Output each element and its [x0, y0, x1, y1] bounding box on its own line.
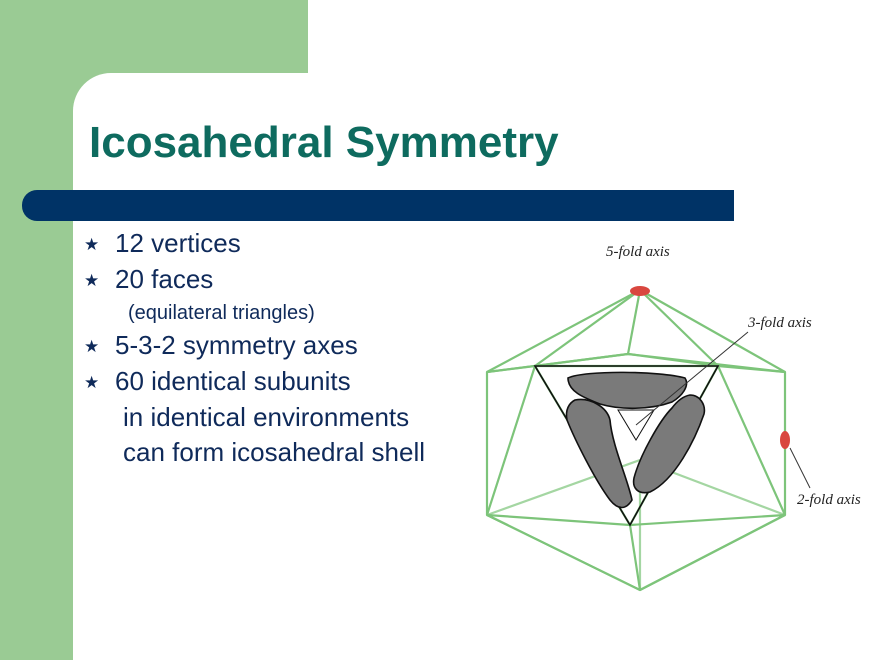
- star-icon: ★: [84, 271, 100, 290]
- three-fold-leader-line: [635, 331, 749, 426]
- two-fold-axis-label: 2-fold axis: [797, 492, 861, 508]
- two-fold-leader-line: [789, 447, 811, 489]
- star-icon: ★: [84, 235, 100, 254]
- bullet-text: 5-3-2 symmetry axes: [115, 330, 358, 360]
- bullet-text: 20 faces: [115, 264, 214, 294]
- bullet-list: ★ 12 vertices ★ 20 faces (equilateral tria…: [84, 226, 425, 470]
- bullet-item: ★ 60 identical subunits: [84, 364, 425, 400]
- star-icon: ★: [84, 337, 100, 356]
- bullet-subtext: (equilateral triangles): [128, 302, 315, 324]
- five-fold-axis-label: 5-fold axis: [606, 244, 670, 260]
- bullet-continuation: can form icosahedral shell: [123, 437, 426, 467]
- five-fold-axis-marker: [630, 286, 650, 296]
- star-icon: ★: [84, 373, 100, 392]
- three-fold-axis-label: 3-fold axis: [747, 315, 812, 331]
- icosahedron-edges: [485, 288, 787, 592]
- two-fold-axis-marker: [780, 431, 790, 449]
- bullet-item: ★ 12 vertices: [84, 226, 425, 262]
- title-underline-bar: [22, 190, 734, 221]
- subunits: [565, 371, 706, 509]
- bullet-item: ★ 20 faces: [84, 262, 425, 298]
- bullet-text: 60 identical subunits: [115, 366, 351, 396]
- subunit-top: [567, 371, 688, 410]
- subunit-left: [565, 398, 633, 509]
- bullet-item: ★ 5-3-2 symmetry axes: [84, 328, 425, 364]
- bullet-text: 12 vertices: [115, 228, 241, 258]
- icosahedron-diagram: 5-fold axis 3-fold axis 2-fold axis: [485, 244, 861, 592]
- slide-title: Icosahedral Symmetry: [89, 118, 559, 167]
- subunit-right: [632, 394, 706, 494]
- bullet-continuation: in identical environments: [123, 402, 410, 432]
